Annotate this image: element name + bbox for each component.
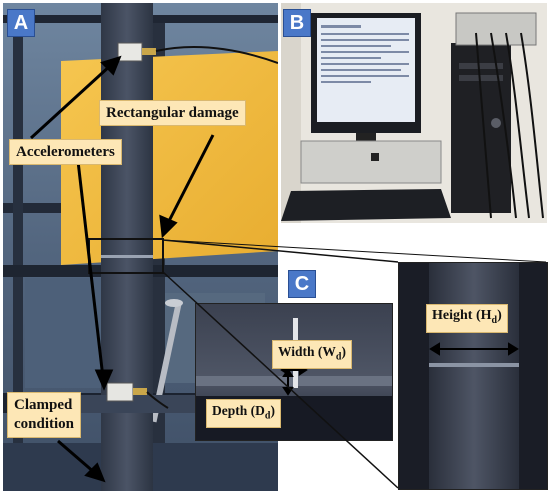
label-clamped-condition: Clamped condition — [7, 392, 82, 438]
clamped-line-1: Clamped — [14, 397, 73, 413]
height-text: Height (H — [432, 308, 492, 323]
label-width: Width (Wd) — [272, 340, 352, 369]
panel-c-zoom-height — [398, 262, 548, 490]
height-close: ) — [497, 308, 502, 323]
width-text: Width (W — [278, 344, 336, 359]
label-height: Height (Hd) — [426, 304, 508, 333]
panel-b-photo — [281, 3, 547, 223]
data-acquisition-setup — [281, 3, 547, 223]
label-rectangular-damage: Rectangular damage — [99, 100, 246, 126]
panel-c-badge: C — [288, 270, 316, 298]
beam-closeup — [399, 263, 547, 489]
depth-sub: d — [264, 410, 271, 422]
clamped-line-2: condition — [14, 416, 75, 432]
height-sub: d — [491, 314, 498, 326]
panel-a-badge: A — [7, 9, 35, 37]
width-close: ) — [341, 344, 346, 359]
depth-close: ) — [270, 403, 275, 418]
label-accelerometers: Accelerometers — [9, 139, 122, 165]
panel-b-badge: B — [283, 9, 311, 37]
depth-text: Depth (D — [212, 403, 265, 418]
width-sub: d — [335, 351, 342, 363]
label-depth: Depth (Dd) — [206, 399, 281, 428]
